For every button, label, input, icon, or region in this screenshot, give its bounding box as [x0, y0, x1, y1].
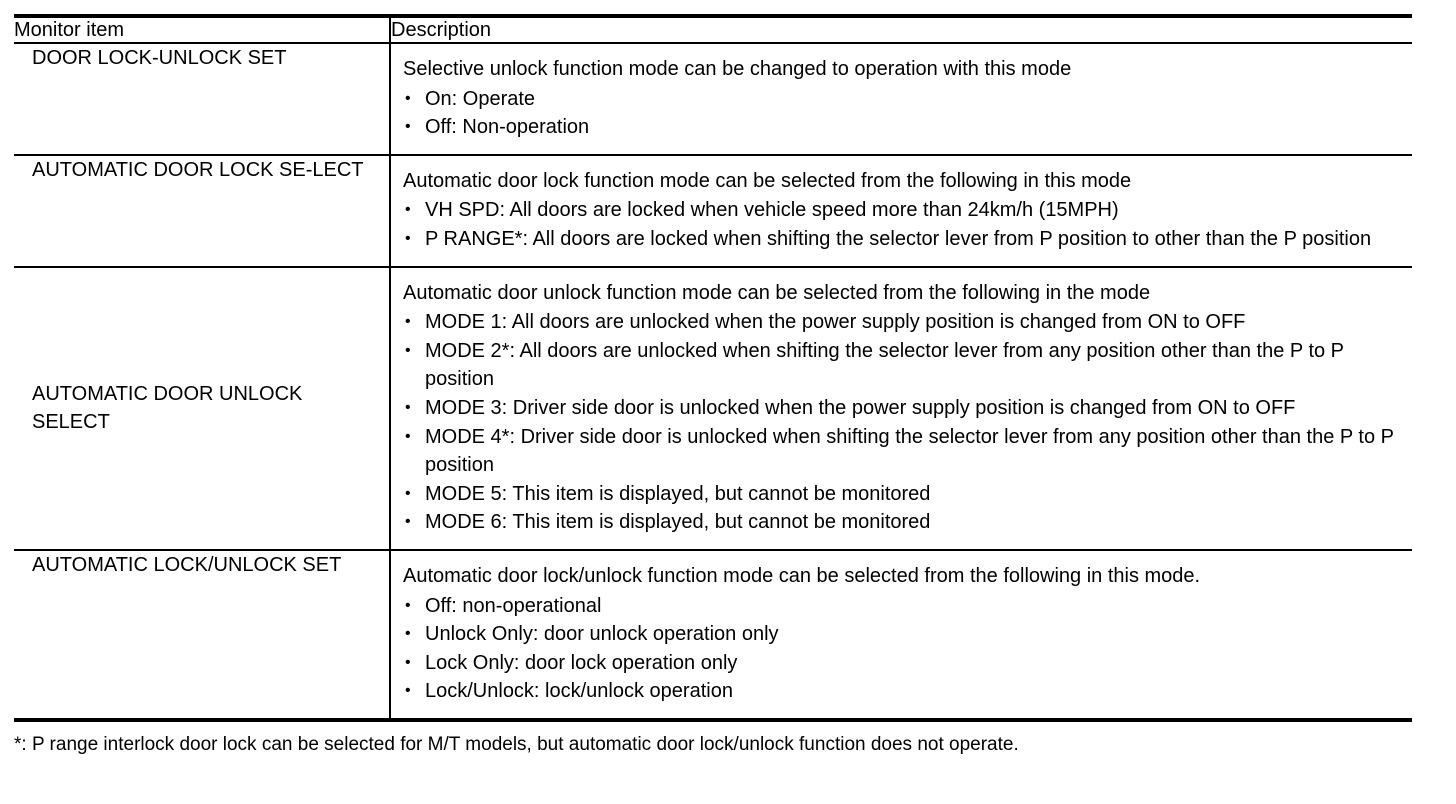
list-item: MODE 3: Driver side door is unlocked whe…	[403, 394, 1402, 423]
monitor-item-cell: AUTOMATIC DOOR LOCK SE-LECT	[14, 153, 391, 268]
list-item: Lock/Unlock: lock/unlock operation	[403, 677, 1402, 706]
description-cell: Automatic door lock/unlock function mode…	[390, 548, 1412, 720]
table-header: Monitor item Description	[14, 16, 1412, 44]
list-item: Off: non-operational	[403, 592, 1402, 621]
description-block: Automatic door lock function mode can be…	[391, 156, 1412, 266]
description-block: Automatic door lock/unlock function mode…	[391, 551, 1412, 718]
list-item: MODE 5: This item is displayed, but cann…	[403, 480, 1402, 509]
description-cell: Automatic door unlock function mode can …	[390, 265, 1412, 551]
description-bullet-list: MODE 1: All doors are unlocked when the …	[403, 308, 1402, 537]
list-item: MODE 6: This item is displayed, but cann…	[403, 508, 1402, 537]
table-row: AUTOMATIC DOOR LOCK SE-LECT Automatic do…	[14, 153, 1412, 268]
table-body: DOOR LOCK-UNLOCK SET Selective unlock fu…	[14, 42, 1412, 720]
list-item: Off: Non-operation	[403, 113, 1402, 142]
list-item: Lock Only: door lock operation only	[403, 649, 1402, 678]
description-cell: Automatic door lock function mode can be…	[390, 153, 1412, 268]
list-item: VH SPD: All doors are locked when vehicl…	[403, 196, 1402, 225]
monitor-item-label: AUTOMATIC DOOR UNLOCK SELECT	[32, 382, 303, 434]
table-header-row: Monitor item Description	[14, 16, 1412, 44]
table-row: AUTOMATIC LOCK/UNLOCK SET Automatic door…	[14, 548, 1412, 720]
list-item: MODE 1: All doors are unlocked when the …	[403, 308, 1402, 337]
description-bullet-list: On: Operate Off: Non-operation	[403, 85, 1402, 142]
monitor-item-cell: AUTOMATIC LOCK/UNLOCK SET	[14, 548, 391, 720]
list-item: P RANGE*: All doors are locked when shif…	[403, 225, 1402, 254]
list-item: MODE 4*: Driver side door is unlocked wh…	[403, 423, 1402, 480]
table-footnote: *: P range interlock door lock can be se…	[14, 733, 1019, 755]
monitor-item-cell: AUTOMATIC DOOR UNLOCK SELECT	[14, 265, 391, 551]
table-row: AUTOMATIC DOOR UNLOCK SELECT Automatic d…	[14, 265, 1412, 551]
table-row: DOOR LOCK-UNLOCK SET Selective unlock fu…	[14, 42, 1412, 156]
monitor-item-label: AUTOMATIC LOCK/UNLOCK SET	[32, 553, 342, 576]
description-bullet-list: VH SPD: All doors are locked when vehicl…	[403, 196, 1402, 253]
description-cell: Selective unlock function mode can be ch…	[390, 42, 1412, 156]
description-bullet-list: Off: non-operational Unlock Only: door u…	[403, 592, 1402, 706]
description-block: Automatic door unlock function mode can …	[391, 268, 1412, 549]
monitor-item-label: AUTOMATIC DOOR LOCK SE-LECT	[32, 158, 364, 181]
monitor-item-table: Monitor item Description DOOR LOCK-UNLOC…	[14, 14, 1412, 722]
list-item: On: Operate	[403, 85, 1402, 114]
column-header-description: Description	[390, 16, 1412, 44]
description-block: Selective unlock function mode can be ch…	[391, 44, 1412, 154]
column-header-monitor-item: Monitor item	[14, 16, 391, 44]
monitor-item-label: DOOR LOCK-UNLOCK SET	[32, 47, 287, 69]
list-item: Unlock Only: door unlock operation only	[403, 620, 1402, 649]
description-lead: Selective unlock function mode can be ch…	[403, 58, 1072, 80]
description-lead: Automatic door unlock function mode can …	[403, 281, 1151, 304]
description-lead: Automatic door lock function mode can be…	[403, 169, 1132, 192]
list-item: MODE 2*: All doors are unlocked when shi…	[403, 337, 1402, 394]
monitor-item-cell: DOOR LOCK-UNLOCK SET	[14, 42, 391, 156]
description-lead: Automatic door lock/unlock function mode…	[403, 564, 1201, 587]
